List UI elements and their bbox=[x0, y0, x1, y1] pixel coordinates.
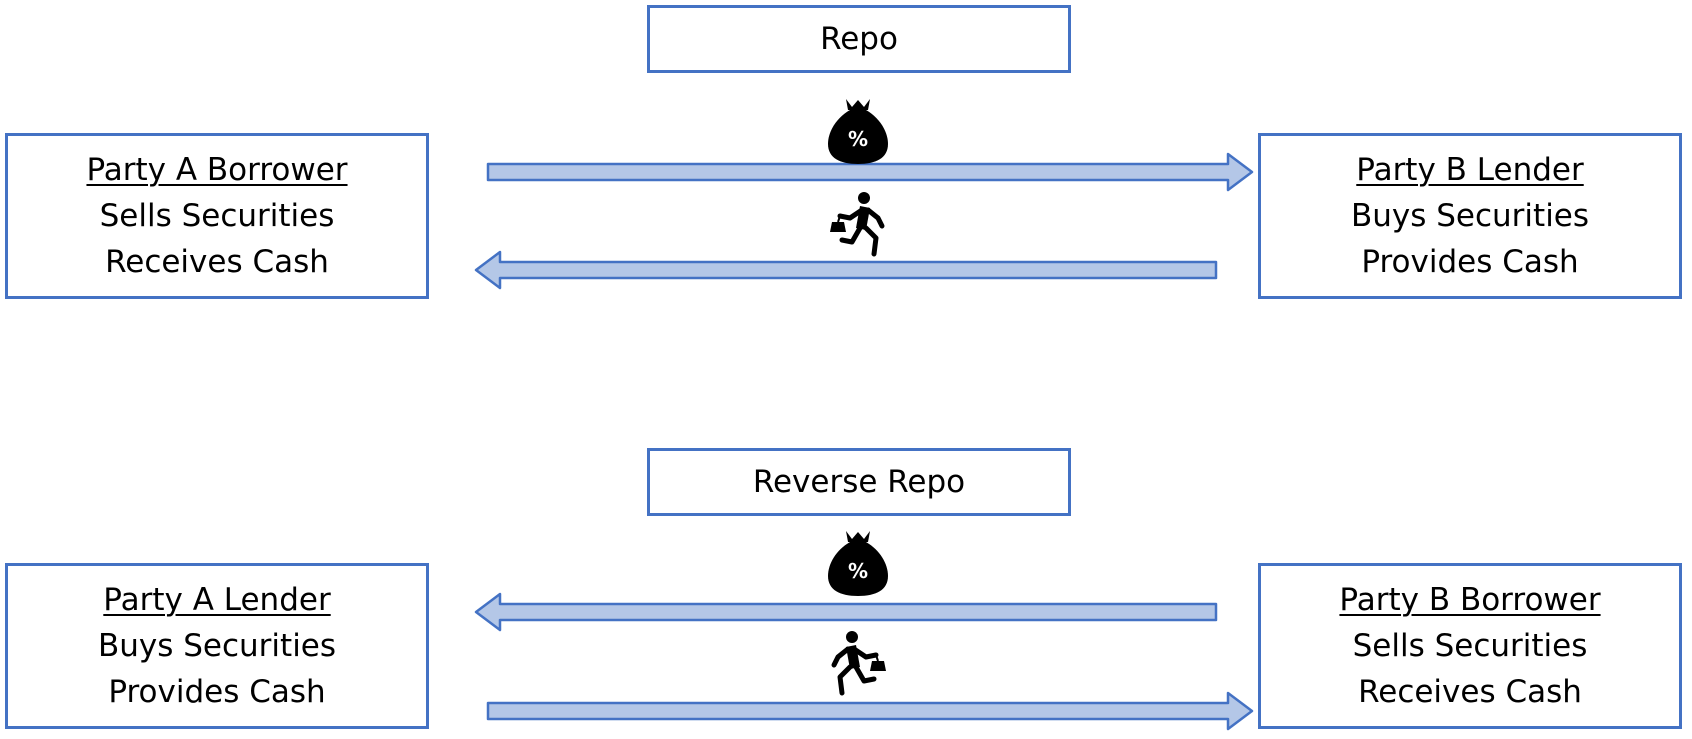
party-name: Party B Lender bbox=[1356, 152, 1584, 188]
party-name: Party A Lender bbox=[103, 582, 331, 618]
party-action-cash: Receives Cash bbox=[105, 244, 329, 280]
party-action-securities: Buys Securities bbox=[1350, 198, 1590, 234]
running-person-with-bag-icon bbox=[830, 192, 882, 254]
repo-party-a-box: Party A Borrower Sells Securities Receiv… bbox=[5, 133, 429, 299]
reverse-repo-securities-arrow bbox=[486, 691, 1254, 731]
party-action-cash: Receives Cash bbox=[1358, 674, 1582, 710]
reverse-repo-money-arrow bbox=[474, 592, 1218, 632]
party-action-securities: Sells Securities bbox=[1352, 628, 1588, 664]
reverse-repo-party-a-box: Party A Lender Buys Securities Provides … bbox=[5, 563, 429, 729]
party-action-securities: Sells Securities bbox=[99, 198, 335, 234]
reverse-repo-title-box: Reverse Repo bbox=[647, 448, 1071, 516]
party-action-cash: Provides Cash bbox=[1361, 244, 1579, 280]
repo-party-b-box: Party B Lender Buys Securities Provides … bbox=[1258, 133, 1682, 299]
repo-securities-arrow bbox=[474, 250, 1218, 290]
party-action-cash: Provides Cash bbox=[108, 674, 326, 710]
repo-money-arrow bbox=[486, 152, 1254, 192]
repo-title-box: Repo bbox=[647, 5, 1071, 73]
money-bag-icon bbox=[828, 99, 888, 164]
repo-title: Repo bbox=[820, 20, 898, 57]
reverse-repo-title: Reverse Repo bbox=[752, 463, 966, 500]
party-name: Party A Borrower bbox=[86, 152, 348, 188]
party-action-securities: Buys Securities bbox=[97, 628, 337, 664]
running-person-with-bag-icon bbox=[834, 631, 886, 693]
money-bag-icon bbox=[828, 531, 888, 596]
party-name: Party B Borrower bbox=[1339, 582, 1601, 618]
reverse-repo-party-b-box: Party B Borrower Sells Securities Receiv… bbox=[1258, 563, 1682, 729]
